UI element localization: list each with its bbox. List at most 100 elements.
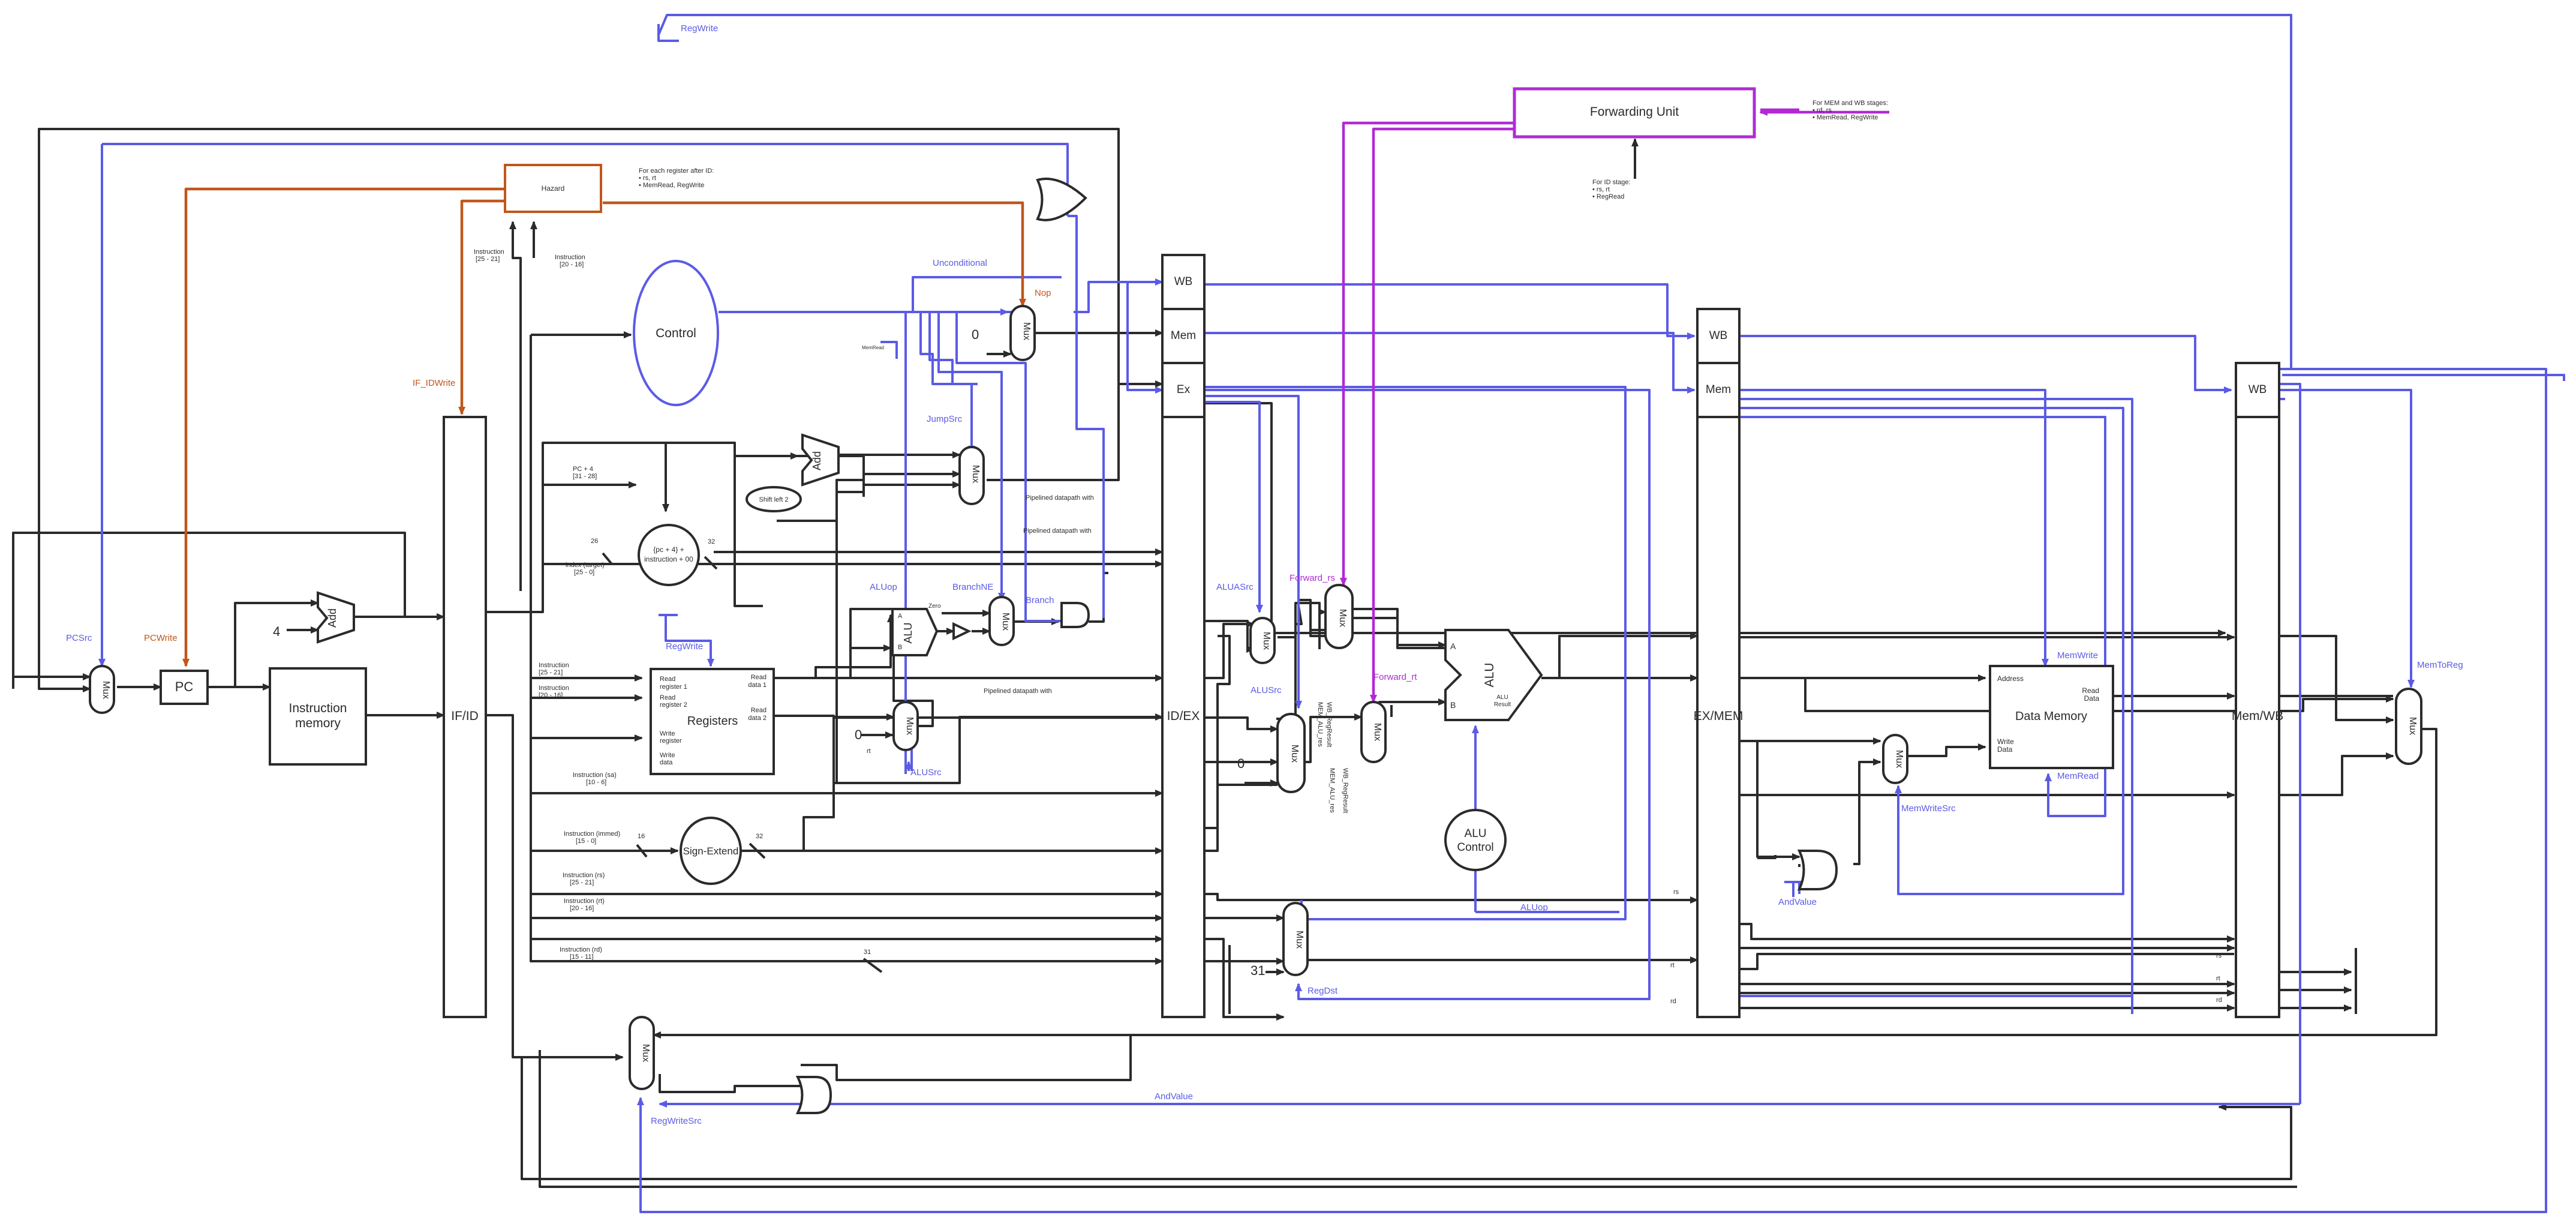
svg-text:memory: memory: [295, 716, 341, 730]
svg-text:Mux: Mux: [1021, 322, 1032, 340]
svg-text:Add: Add: [326, 608, 338, 628]
svg-text:31: 31: [864, 949, 871, 956]
alusrc-id-mux: Mux: [892, 701, 919, 751]
svg-text:WB: WB: [1709, 329, 1728, 342]
jump-mux: Mux: [958, 446, 985, 505]
svg-text:data 2: data 2: [748, 715, 767, 722]
jump-target-calc: {pc + 4} + instruction + 00: [638, 524, 700, 586]
ex-alu: ALU A B ALU Result: [1444, 629, 1543, 721]
svg-text:Mux: Mux: [1337, 609, 1348, 627]
instruction-memory: Instruction memory: [269, 667, 367, 766]
svg-text:Mux: Mux: [1372, 723, 1382, 741]
svg-text:ID/EX: ID/EX: [1167, 709, 1200, 723]
svg-text:32: 32: [708, 538, 715, 545]
svg-text:• MemRead, RegWrite: • MemRead, RegWrite: [639, 182, 704, 189]
svg-text:RegWrite: RegWrite: [681, 23, 718, 34]
svg-text:Instruction (rs): Instruction (rs): [563, 872, 605, 879]
svg-text:index (target): index (target): [566, 562, 605, 569]
hazard-wires: [182, 187, 1026, 667]
pc-register: PC: [160, 670, 209, 705]
svg-text:Hazard: Hazard: [542, 184, 565, 193]
datapath-wires: [12, 128, 2437, 1188]
svg-text:[25 - 0]: [25 - 0]: [574, 569, 594, 576]
svg-text:[25 - 21]: [25 - 21]: [539, 669, 563, 676]
svg-text:Control: Control: [656, 326, 696, 340]
svg-text:Pipelined datapath with: Pipelined datapath with: [984, 688, 1052, 695]
regwrite-and-gate: [795, 1076, 832, 1114]
svg-text:[15 - 0]: [15 - 0]: [576, 838, 596, 845]
svg-text:data 1: data 1: [748, 682, 767, 689]
branch-mux: Mux: [988, 596, 1015, 646]
svg-text:ALU: ALU: [902, 622, 914, 643]
svg-text:32: 32: [756, 833, 763, 840]
svg-text:RegDst: RegDst: [1307, 986, 1338, 996]
svg-text:MemWriteSrc: MemWriteSrc: [1901, 803, 1956, 814]
svg-text:RegWriteSrc: RegWriteSrc: [651, 1116, 702, 1126]
svg-text:Pipelined datapath with: Pipelined datapath with: [1026, 494, 1094, 502]
svg-text:Forward_rs: Forward_rs: [1289, 573, 1335, 583]
svg-text:PCSrc: PCSrc: [66, 633, 92, 643]
regwritesrc-mux: Mux: [629, 1016, 655, 1090]
svg-text:MEM_ALU_res: MEM_ALU_res: [1328, 768, 1336, 813]
svg-text:A: A: [898, 613, 903, 620]
svg-text:Sign-Extend: Sign-Extend: [683, 845, 739, 857]
svg-text:ALUSrc: ALUSrc: [1251, 685, 1282, 695]
mem-wb-fields: WB: [2235, 362, 2280, 418]
branch-adder: Add: [801, 433, 840, 487]
svg-text:register 2: register 2: [660, 701, 687, 709]
svg-text:Data: Data: [1997, 745, 2013, 754]
svg-text:WB_RegResult: WB_RegResult: [1342, 768, 1349, 813]
svg-text:Instruction (rd): Instruction (rd): [560, 946, 602, 953]
svg-text:ALU: ALU: [1496, 694, 1508, 701]
alu-control: ALU Control: [1444, 809, 1507, 871]
svg-text:Read: Read: [660, 694, 675, 701]
svg-text:Write: Write: [660, 730, 675, 737]
svg-text:ALU: ALU: [1465, 827, 1487, 840]
svg-text:Mux: Mux: [2407, 717, 2418, 735]
svg-text:Add: Add: [811, 451, 823, 470]
svg-text:BranchNE: BranchNE: [952, 582, 993, 592]
const-31: 31: [1251, 963, 1265, 978]
svg-text:A: A: [1450, 641, 1456, 651]
svg-text:ALU: ALU: [1483, 663, 1496, 688]
const-0-ex: 0: [1237, 756, 1245, 771]
svg-text:Read: Read: [751, 707, 767, 714]
pc-adder: Add: [317, 591, 355, 644]
svg-text:Mux: Mux: [1294, 931, 1304, 949]
regdst-mux: Mux: [1282, 902, 1309, 976]
svg-text:Unconditional: Unconditional: [933, 258, 987, 268]
aluasrc-mux: Mux: [1249, 617, 1276, 664]
andvalue-and-gate: [1797, 850, 1838, 890]
const-0-nop: 0: [972, 327, 979, 342]
svg-text:Control: Control: [1457, 841, 1493, 854]
svg-text:Branch: Branch: [1026, 595, 1054, 605]
svg-text:PCWrite: PCWrite: [144, 633, 178, 643]
svg-text:Instruction: Instruction: [289, 701, 347, 715]
svg-text:IF/ID: IF/ID: [451, 709, 479, 723]
svg-text:Mux: Mux: [1261, 632, 1272, 650]
svg-text:AndValue: AndValue: [1778, 897, 1817, 907]
svg-text:• rs, rt: • rs, rt: [639, 175, 656, 182]
shift-left-2: Shift left 2: [746, 486, 802, 512]
svg-text:[20 - 16]: [20 - 16]: [570, 905, 594, 912]
svg-text:MemWrite: MemWrite: [2057, 650, 2098, 661]
svg-text:Mux: Mux: [101, 681, 111, 699]
svg-text:[25 - 21]: [25 - 21]: [570, 879, 594, 886]
const-0-id: 0: [855, 727, 862, 742]
svg-text:Result: Result: [1494, 701, 1511, 708]
svg-text:Instruction (rt): Instruction (rt): [564, 898, 605, 905]
svg-text:[20 - 16]: [20 - 16]: [539, 692, 563, 699]
svg-text:Mem/WB: Mem/WB: [2232, 709, 2283, 723]
svg-text:Instruction: Instruction: [539, 662, 569, 669]
control-unit: Control: [633, 260, 719, 406]
svg-text:ALUop: ALUop: [870, 582, 897, 592]
forward-rt-mux: Mux: [1360, 701, 1387, 763]
svg-text:Instruction: Instruction: [555, 254, 585, 261]
svg-text:Read: Read: [2082, 686, 2099, 695]
svg-text:rd: rd: [1670, 998, 1676, 1005]
svg-text:Data Memory: Data Memory: [2015, 710, 2087, 723]
svg-text:For each register after ID:: For each register after ID:: [639, 167, 714, 175]
svg-text:JumpSrc: JumpSrc: [927, 414, 963, 424]
forwarding-wires: [1340, 108, 1889, 703]
